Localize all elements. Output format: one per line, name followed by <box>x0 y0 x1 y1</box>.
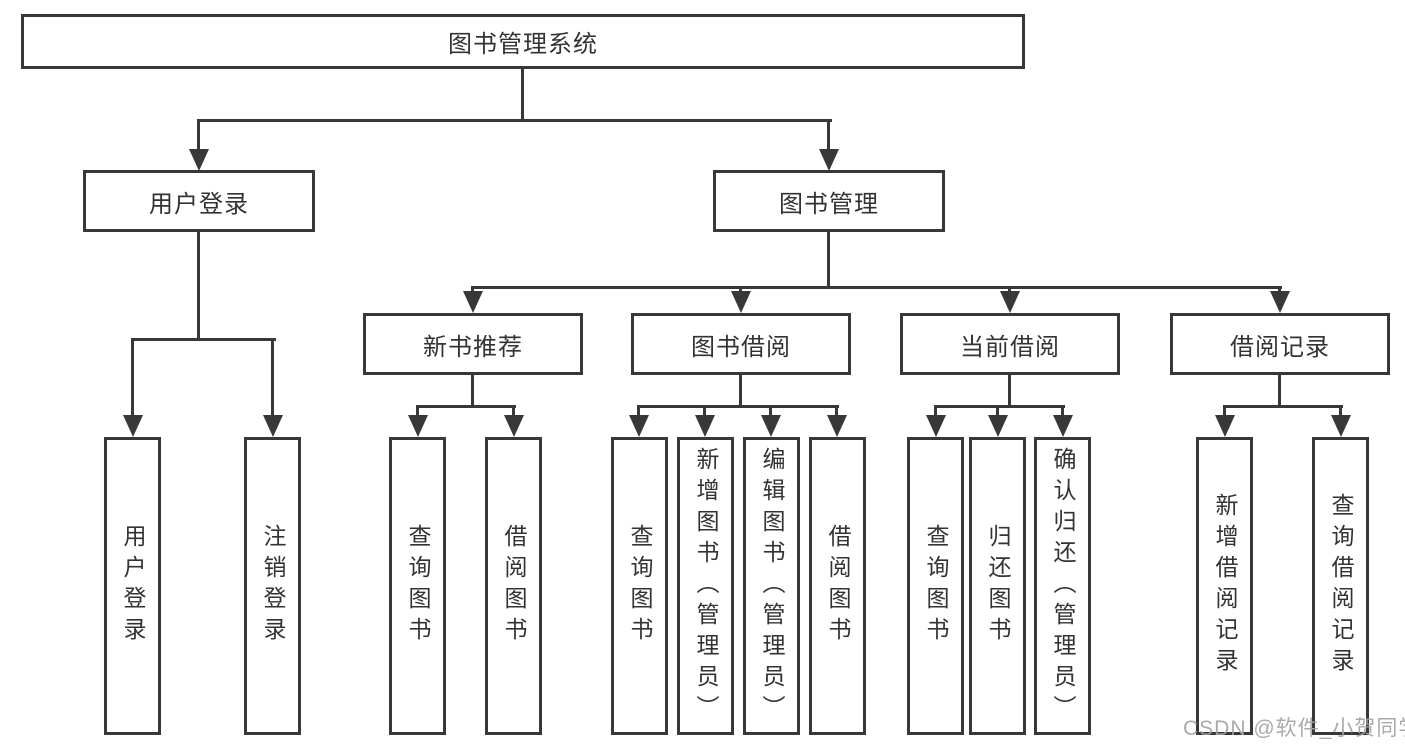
node-label: 借阅记录 <box>1230 333 1330 361</box>
arrow-down-icon <box>263 415 283 437</box>
csdn-watermark: CSDN @软件_小贺同学 <box>1183 717 1405 740</box>
node-label: 新书推荐 <box>423 333 523 361</box>
connector-line <box>416 405 516 408</box>
node-book-management: 图书管理 <box>713 170 945 232</box>
arrow-down-icon <box>1270 291 1290 313</box>
arrow-down-icon <box>189 149 209 171</box>
connector-line <box>131 338 276 341</box>
connector-line <box>197 232 200 341</box>
connector-line <box>1223 405 1226 417</box>
arrow-down-icon <box>1331 415 1351 437</box>
node-library-management-system: 图书管理系统 <box>21 14 1025 69</box>
connector-line <box>1278 286 1281 294</box>
leaf-label: 新增图书（管理员） <box>693 446 719 726</box>
leaf-label: 用户登录 <box>120 524 146 648</box>
connector-line <box>1008 375 1011 408</box>
arrow-down-icon <box>827 415 847 437</box>
leaf-borrow-books-recommend: 借阅图书 <box>485 437 542 735</box>
connector-line <box>1278 375 1281 408</box>
leaf-label: 查询图书 <box>923 524 949 648</box>
arrow-down-icon <box>1053 415 1073 437</box>
connector-line <box>197 119 200 150</box>
connector-line <box>1008 286 1011 294</box>
arrow-down-icon <box>1215 415 1235 437</box>
node-new-book-recommendation: 新书推荐 <box>363 313 583 375</box>
leaf-query-books-current: 查询图书 <box>907 437 964 735</box>
connector-line <box>637 405 640 417</box>
connector-line <box>703 405 706 417</box>
connector-line <box>197 119 832 122</box>
leaf-label: 查询图书 <box>627 524 653 648</box>
leaf-return-book: 归还图书 <box>969 437 1026 735</box>
connector-line <box>739 375 742 408</box>
leaf-add-book-admin: 新增图书（管理员） <box>677 437 734 735</box>
connector-line <box>471 375 474 408</box>
connector-line <box>416 405 419 417</box>
connector-line <box>1061 405 1064 417</box>
connector-line <box>512 405 515 417</box>
arrow-down-icon <box>819 149 839 171</box>
node-label: 用户登录 <box>149 190 249 218</box>
connector-line <box>471 286 474 294</box>
arrow-down-icon <box>761 415 781 437</box>
leaf-label: 编辑图书（管理员） <box>759 446 785 726</box>
connector-line <box>934 405 1065 408</box>
node-borrowing-records: 借阅记录 <box>1170 313 1390 375</box>
node-label: 图书管理 <box>779 190 879 218</box>
leaf-edit-book-admin: 编辑图书（管理员） <box>743 437 800 735</box>
node-book-borrowing: 图书借阅 <box>631 313 851 375</box>
leaf-label: 新增借阅记录 <box>1212 493 1238 679</box>
connector-line <box>1339 405 1342 417</box>
node-label: 图书借阅 <box>691 333 791 361</box>
leaf-label: 查询借阅记录 <box>1328 493 1354 679</box>
arrow-down-icon <box>988 415 1008 437</box>
connector-line <box>471 286 1282 289</box>
connector-line <box>827 232 830 289</box>
arrow-down-icon <box>731 291 751 313</box>
node-user-login: 用户登录 <box>83 170 315 232</box>
arrow-down-icon <box>408 415 428 437</box>
connector-line <box>769 405 772 417</box>
connector-line <box>131 338 134 416</box>
leaf-query-books-borrow: 查询图书 <box>611 437 668 735</box>
node-label: 当前借阅 <box>960 333 1060 361</box>
leaf-borrow-books-borrow: 借阅图书 <box>809 437 866 735</box>
leaf-label: 确认归还（管理员） <box>1050 446 1076 726</box>
arrow-down-icon <box>463 291 483 313</box>
connector-line <box>996 405 999 417</box>
connector-line <box>271 338 274 416</box>
leaf-label: 借阅图书 <box>825 524 851 648</box>
leaf-logout: 注销登录 <box>244 437 301 735</box>
connector-line <box>827 119 830 150</box>
node-current-borrowing: 当前借阅 <box>900 313 1120 375</box>
node-label: 图书管理系统 <box>448 31 598 58</box>
leaf-label: 查询图书 <box>405 524 431 648</box>
connector-line <box>934 405 937 417</box>
connector-line <box>521 69 524 121</box>
leaf-query-borrow-record: 查询借阅记录 <box>1312 437 1369 735</box>
leaf-label: 注销登录 <box>260 524 286 648</box>
arrow-down-icon <box>123 415 143 437</box>
connector-line <box>835 405 838 417</box>
connector-line <box>739 286 742 294</box>
leaf-add-borrow-record: 新增借阅记录 <box>1196 437 1253 735</box>
leaf-label: 归还图书 <box>985 524 1011 648</box>
arrow-down-icon <box>504 415 524 437</box>
arrow-down-icon <box>926 415 946 437</box>
connector-line <box>637 405 839 408</box>
leaf-query-books-recommend: 查询图书 <box>389 437 446 735</box>
connector-line <box>1223 405 1343 408</box>
arrow-down-icon <box>629 415 649 437</box>
arrow-down-icon <box>695 415 715 437</box>
leaf-user-login: 用户登录 <box>104 437 161 735</box>
leaf-confirm-return-admin: 确认归还（管理员） <box>1034 437 1091 735</box>
arrow-down-icon <box>1000 291 1020 313</box>
leaf-label: 借阅图书 <box>501 524 527 648</box>
